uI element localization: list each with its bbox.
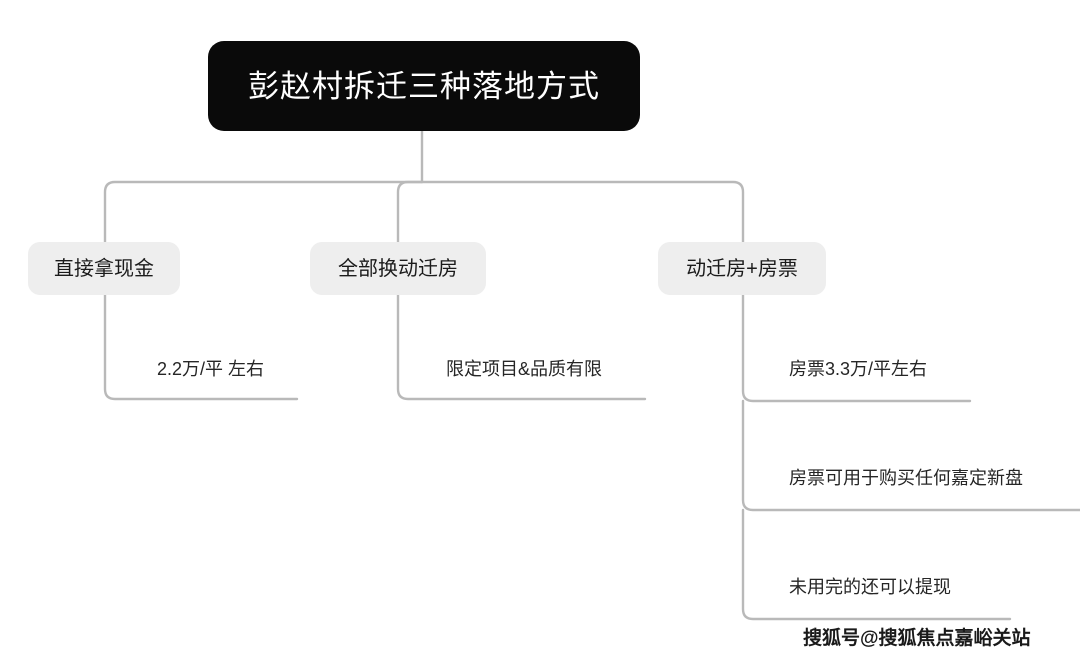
leaf-label: 限定项目&品质有限: [446, 359, 603, 379]
leaf-label: 2.2万/平 左右: [157, 359, 265, 379]
connector-leaf-2-0: [741, 293, 972, 403]
connector-leaf-2-1: [741, 399, 1080, 512]
branch-node-label: 全部换动迁房: [338, 257, 458, 280]
branch-node-housing-plus-voucher[interactable]: 动迁房+房票: [658, 242, 826, 295]
branch-node-label: 动迁房+房票: [686, 257, 798, 280]
connector-bus-left: [103, 180, 424, 244]
watermark: 搜狐号@搜狐焦点嘉峪关站: [803, 628, 1031, 649]
branch-node-cash[interactable]: 直接拿现金: [28, 242, 180, 295]
connector-branch-middle: [396, 180, 424, 244]
root-node[interactable]: 彭赵村拆迁三种落地方式: [208, 41, 640, 131]
connector-leaf-2-2: [741, 508, 1012, 621]
branch-node-label: 直接拿现金: [54, 257, 154, 280]
leaf-label: 房票可用于购买任何嘉定新盘: [789, 468, 1023, 488]
leaf-label: 未用完的还可以提现: [789, 577, 951, 597]
branch-node-relocation-housing[interactable]: 全部换动迁房: [310, 242, 486, 295]
connector-bus-right: [420, 180, 745, 244]
leaf-label: 房票3.3万/平左右: [789, 359, 928, 379]
connector-leaf-0-0: [103, 293, 299, 401]
connector-leaf-1-0: [396, 293, 647, 401]
root-node-label: 彭赵村拆迁三种落地方式: [248, 68, 600, 104]
